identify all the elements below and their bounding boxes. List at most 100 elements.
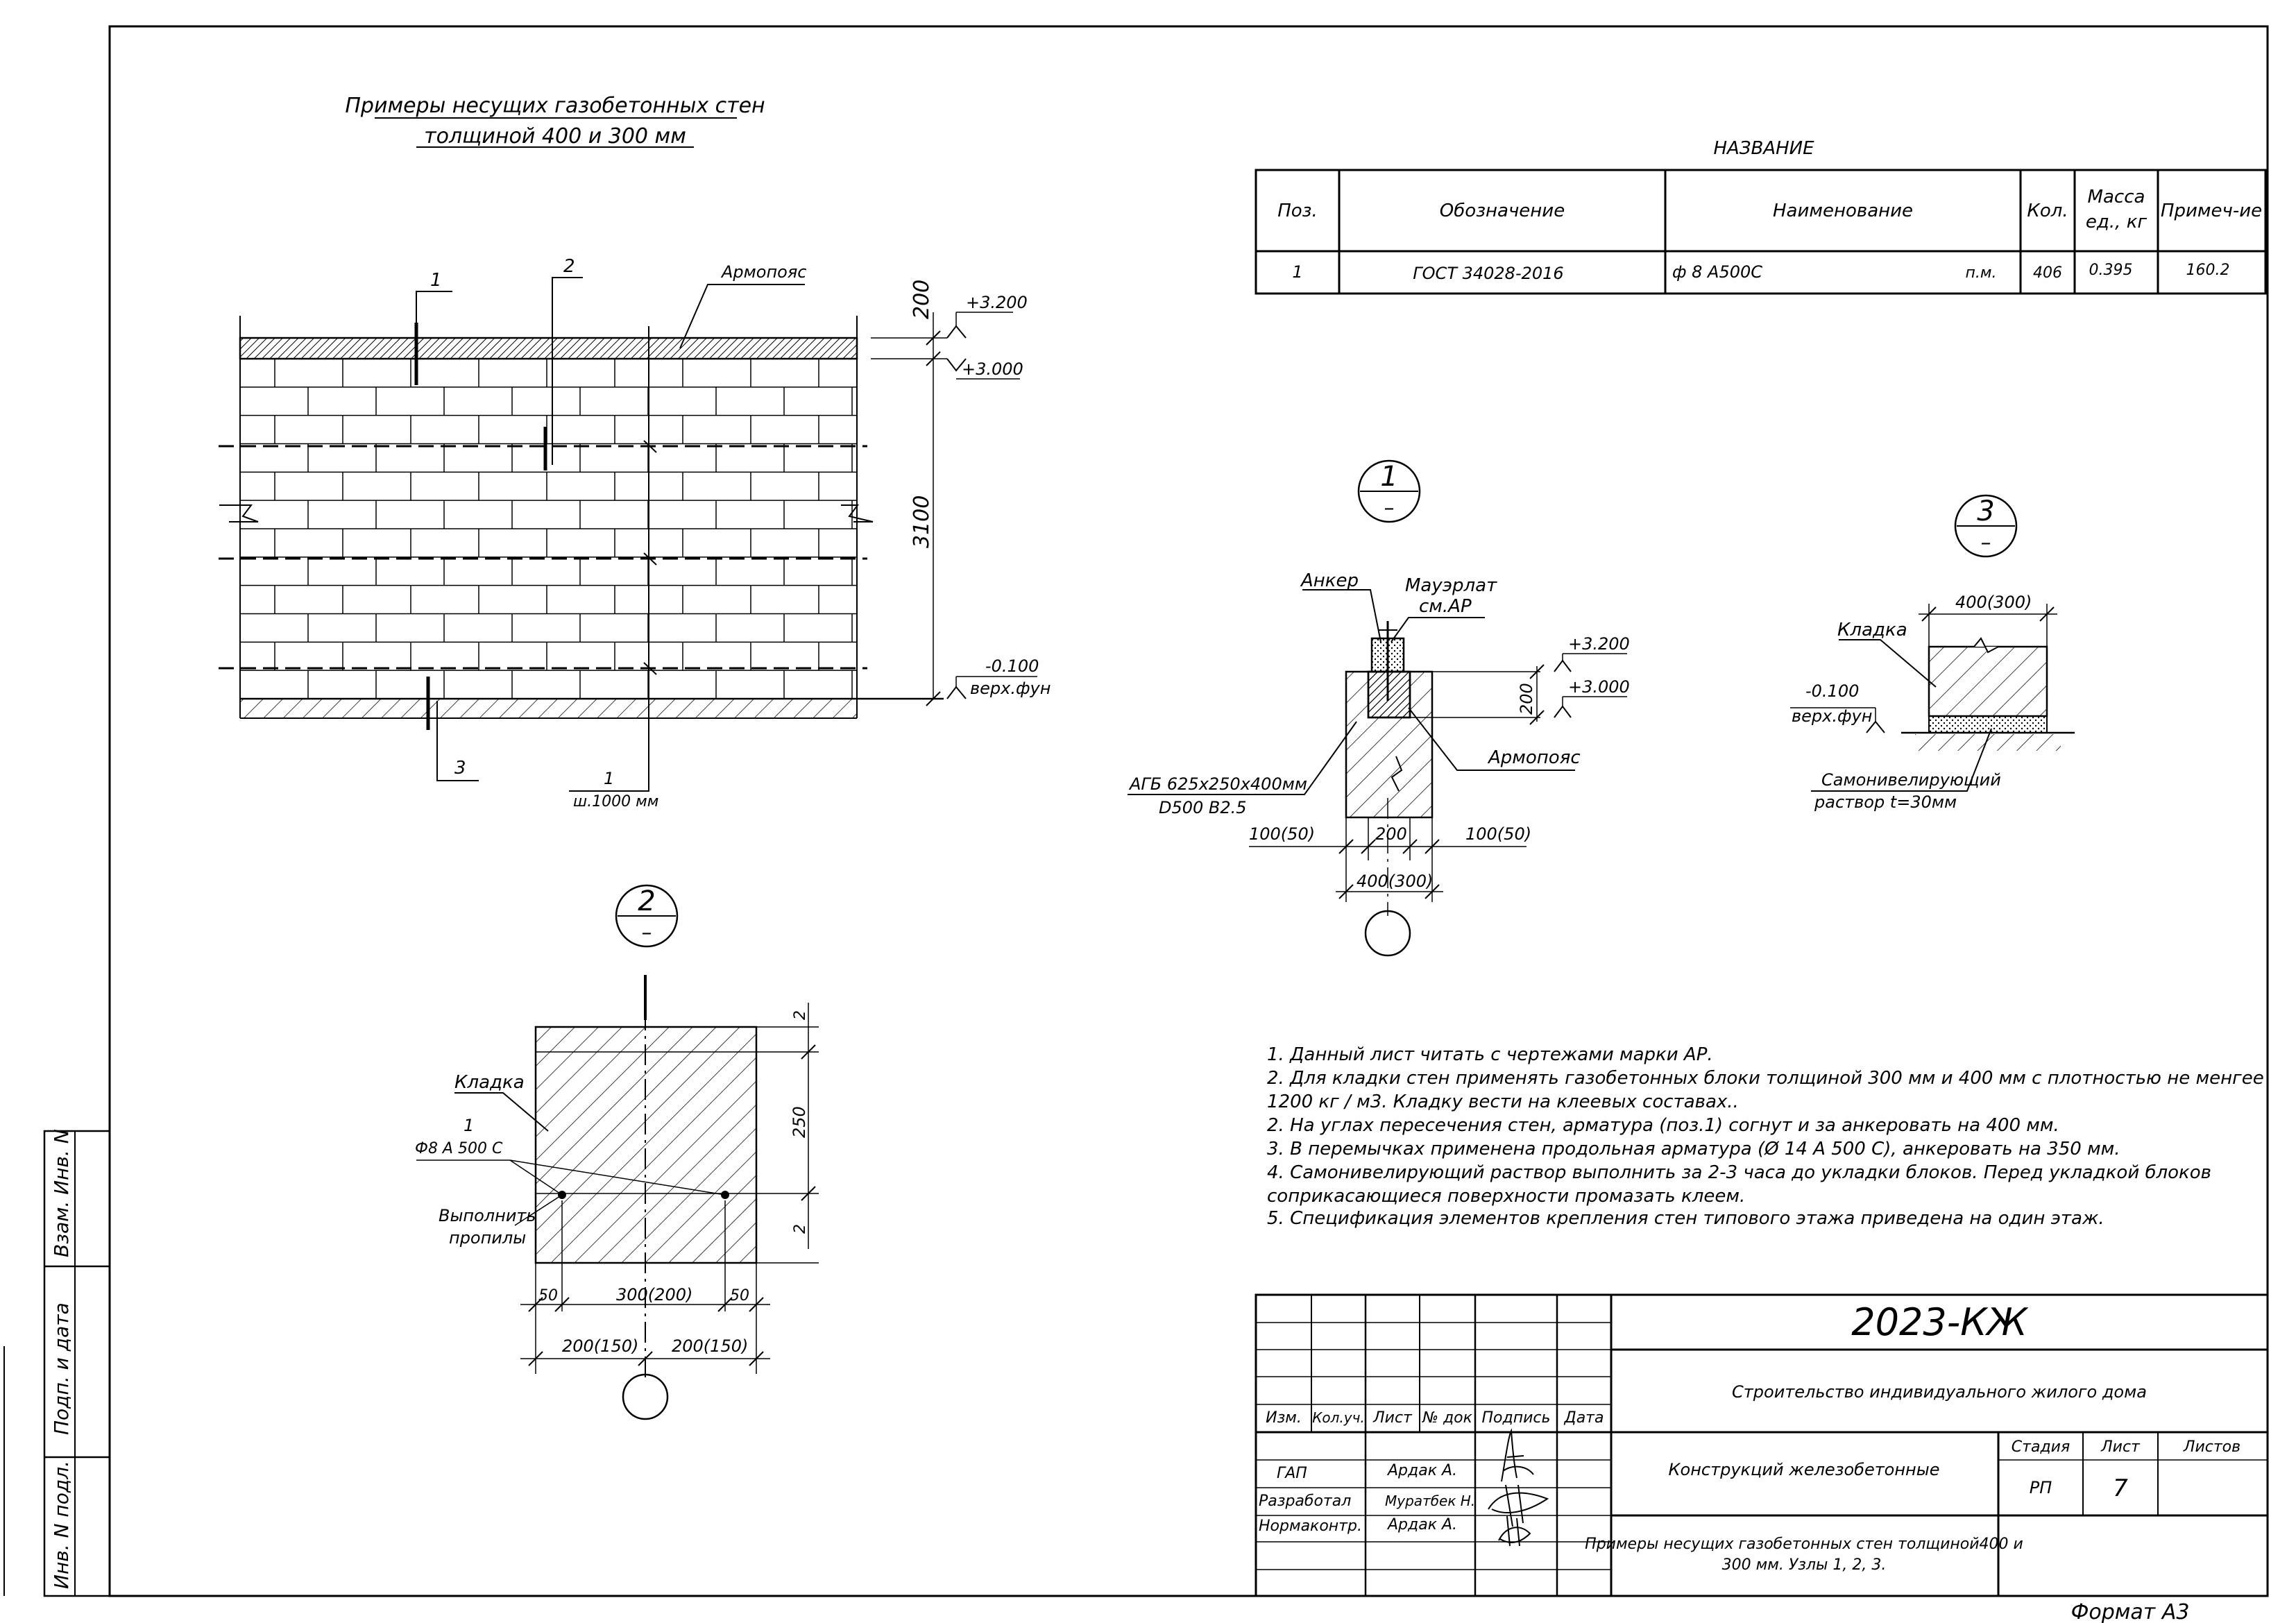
tb-col-ndok: № док xyxy=(1422,1409,1473,1427)
signature-2 xyxy=(1488,1484,1549,1527)
node-1-dim-left: 100(50) xyxy=(1249,824,1315,844)
td-unit: п.м. xyxy=(1966,264,1997,282)
sheet-format: Формат А3 xyxy=(2071,1600,2190,1623)
tb-project: Строительство индивидуального жилого дом… xyxy=(1732,1382,2147,1402)
node-2-mark-sub: – xyxy=(642,921,652,945)
tb-name-2: Муратбек Н. xyxy=(1385,1493,1475,1509)
spec-table: НАЗВАНИЕ Поз. Обозначение Наименование К… xyxy=(1255,138,2267,295)
node-1-mark-num: 1 xyxy=(1380,461,1397,493)
node-1-level-3200: +3.200 xyxy=(1568,634,1630,654)
main-title-line2: толщиной 400 и 300 мм xyxy=(424,124,686,148)
node-1-dim-200: 200 xyxy=(1517,683,1536,715)
node-2-cut-line1: Выполнить xyxy=(439,1206,536,1225)
label-armopoyas: Армопояс xyxy=(720,262,806,282)
node-2-rebar-num: 1 xyxy=(464,1116,474,1135)
tb-col-list: Лист xyxy=(1372,1409,1413,1427)
node-1-mark-sub: – xyxy=(1384,496,1395,520)
td-designation: ГОСТ 34028-2016 xyxy=(1413,264,1563,283)
td-name: ф 8 А500С xyxy=(1672,262,1762,282)
bottom-callout-text: ш.1000 мм xyxy=(573,793,658,810)
tb-section: Конструкций железобетонные xyxy=(1669,1460,1940,1479)
tb-role-2: Разработал xyxy=(1259,1493,1351,1510)
th-pos: Поз. xyxy=(1277,201,1318,221)
note-line-6: 4. Самонивелирующий раствор выполнить за… xyxy=(1267,1162,2211,1183)
tb-col-izm: Изм. xyxy=(1266,1409,1302,1427)
armopoyas-band xyxy=(239,337,858,360)
sheet-frame xyxy=(108,25,2269,1597)
note-line-4: 2. На углах пересечения стен, арматура (… xyxy=(1267,1115,2059,1136)
side-stamp: Взам. Инв. N Подп. и дата Инв. N подл. xyxy=(3,1129,111,1597)
title-block: 2023-КЖ Строительство индивидуального жи… xyxy=(1255,1293,2269,1597)
node-3-dim-top: 400(300) xyxy=(1955,593,2032,612)
tb-list-label: Лист xyxy=(2100,1438,2141,1456)
node-1-dim-mid: 200 xyxy=(1375,824,1407,844)
spec-table-title: НАЗВАНИЕ xyxy=(1713,138,1814,159)
level-found-main: -0.100 xyxy=(985,656,1039,676)
tb-col-koluch: Кол.уч. xyxy=(1312,1409,1365,1426)
level-3200-main: +3.200 xyxy=(966,293,1028,312)
node-2-mark-num: 2 xyxy=(638,885,655,917)
tb-col-podpis: Подпись xyxy=(1482,1409,1551,1427)
note-line-7: соприкасающиеся поверхности промазать кл… xyxy=(1267,1186,1745,1207)
callout-1: 1 xyxy=(430,270,442,291)
node-2-mark xyxy=(615,884,679,948)
node-3-mortar-line1: Самонивелирующий xyxy=(1821,770,2001,790)
callout-2: 2 xyxy=(563,256,575,277)
signature-1 xyxy=(1501,1428,1534,1482)
note-line-8: 5. Спецификация элементов крепления стен… xyxy=(1267,1208,2104,1229)
note-line-2: 2. Для кладки стен применять газобетонны… xyxy=(1267,1068,2264,1089)
tb-sheet-title-line2: 300 мм. Узлы 1, 2, 3. xyxy=(1722,1556,1887,1574)
th-mass-line1: Масса xyxy=(2088,187,2145,207)
tb-code: 2023-КЖ xyxy=(1851,1300,2029,1344)
tb-listov-label: Листов xyxy=(2183,1438,2240,1456)
th-qty: Кол. xyxy=(2027,201,2068,221)
tb-col-data: Дата xyxy=(1564,1409,1604,1427)
node-1-axis-bubble xyxy=(1364,910,1411,957)
node-3-mortar xyxy=(1928,715,2048,733)
node-2-dim-300: 300(200) xyxy=(616,1285,692,1305)
callout-3: 3 xyxy=(454,758,466,779)
node-3: 3 – 400(300) Кладка -0.100 верх.фун Само… xyxy=(1790,494,2075,812)
node-2-dim-2-bot: 2 xyxy=(792,1224,809,1234)
node-1-block-line1: АГБ 625х250х400мм xyxy=(1128,774,1307,794)
node-2-dim-50-right: 50 xyxy=(730,1287,749,1305)
side-stamp-podp: Подп. и дата xyxy=(50,1302,73,1435)
th-mass-line2: ед., кг xyxy=(2086,212,2147,232)
tb-role-1: ГАП xyxy=(1277,1465,1307,1482)
th-note: Примеч-ие xyxy=(2161,201,2262,221)
td-qty: 406 xyxy=(2033,264,2062,282)
tb-sheet-title-line1: Примеры несущих газобетонных стен толщин… xyxy=(1585,1536,2023,1553)
th-designation: Обозначение xyxy=(1440,201,1565,221)
node-2-kladka: Кладка xyxy=(454,1072,525,1093)
node-3-level-label: верх.фун xyxy=(1792,706,1872,726)
node-3-kladka: Кладка xyxy=(1837,620,1907,640)
note-line-3: 1200 кг / м3. Кладку вести на клеевых со… xyxy=(1267,1091,1739,1112)
tb-list-value: 7 xyxy=(2113,1475,2128,1502)
node-1-mauerlat-line1: Мауэрлат xyxy=(1405,575,1497,596)
node-2-dim-200-right: 200(150) xyxy=(672,1336,748,1356)
node-1-dim-total: 400(300) xyxy=(1357,872,1433,891)
level-3000-main: +3.000 xyxy=(962,359,1023,379)
note-line-1: 1. Данный лист читать с чертежами марки … xyxy=(1267,1044,1713,1065)
node-1-armopoyas-label: Армопояс xyxy=(1487,747,1581,768)
node-1-anchor-label: Анкер xyxy=(1300,570,1359,591)
node-2-dim-2-top: 2 xyxy=(792,1010,809,1020)
node-1-block-line2: D500 B2.5 xyxy=(1159,798,1247,817)
td-mass: 0.395 xyxy=(2089,262,2133,279)
masonry-courses xyxy=(240,359,857,699)
node-3-mark xyxy=(1954,494,2018,558)
side-stamp-inv: Инв. N подл. xyxy=(50,1461,73,1589)
node-3-mortar-line2: раствор t=30мм xyxy=(1814,792,1957,812)
bottom-callout-num: 1 xyxy=(604,769,614,788)
node-1-level-3000: +3.000 xyxy=(1568,677,1630,697)
side-stamp-vzam: Взам. Инв. N xyxy=(50,1129,73,1257)
node-3-wall xyxy=(1928,645,2048,717)
signature-3 xyxy=(1498,1515,1531,1547)
node-1-mark xyxy=(1357,459,1421,523)
node-2: 2 – 2 250 2 Кладка 1 Ф8 А 500 С Выполнит… xyxy=(415,884,819,1420)
node-1-mauerlat-line2: см.АР xyxy=(1419,596,1472,617)
node-1-dim-right: 100(50) xyxy=(1465,824,1531,844)
tb-stadiya-label: Стадия xyxy=(2012,1438,2070,1456)
node-3-mark-num: 3 xyxy=(1977,495,1994,527)
